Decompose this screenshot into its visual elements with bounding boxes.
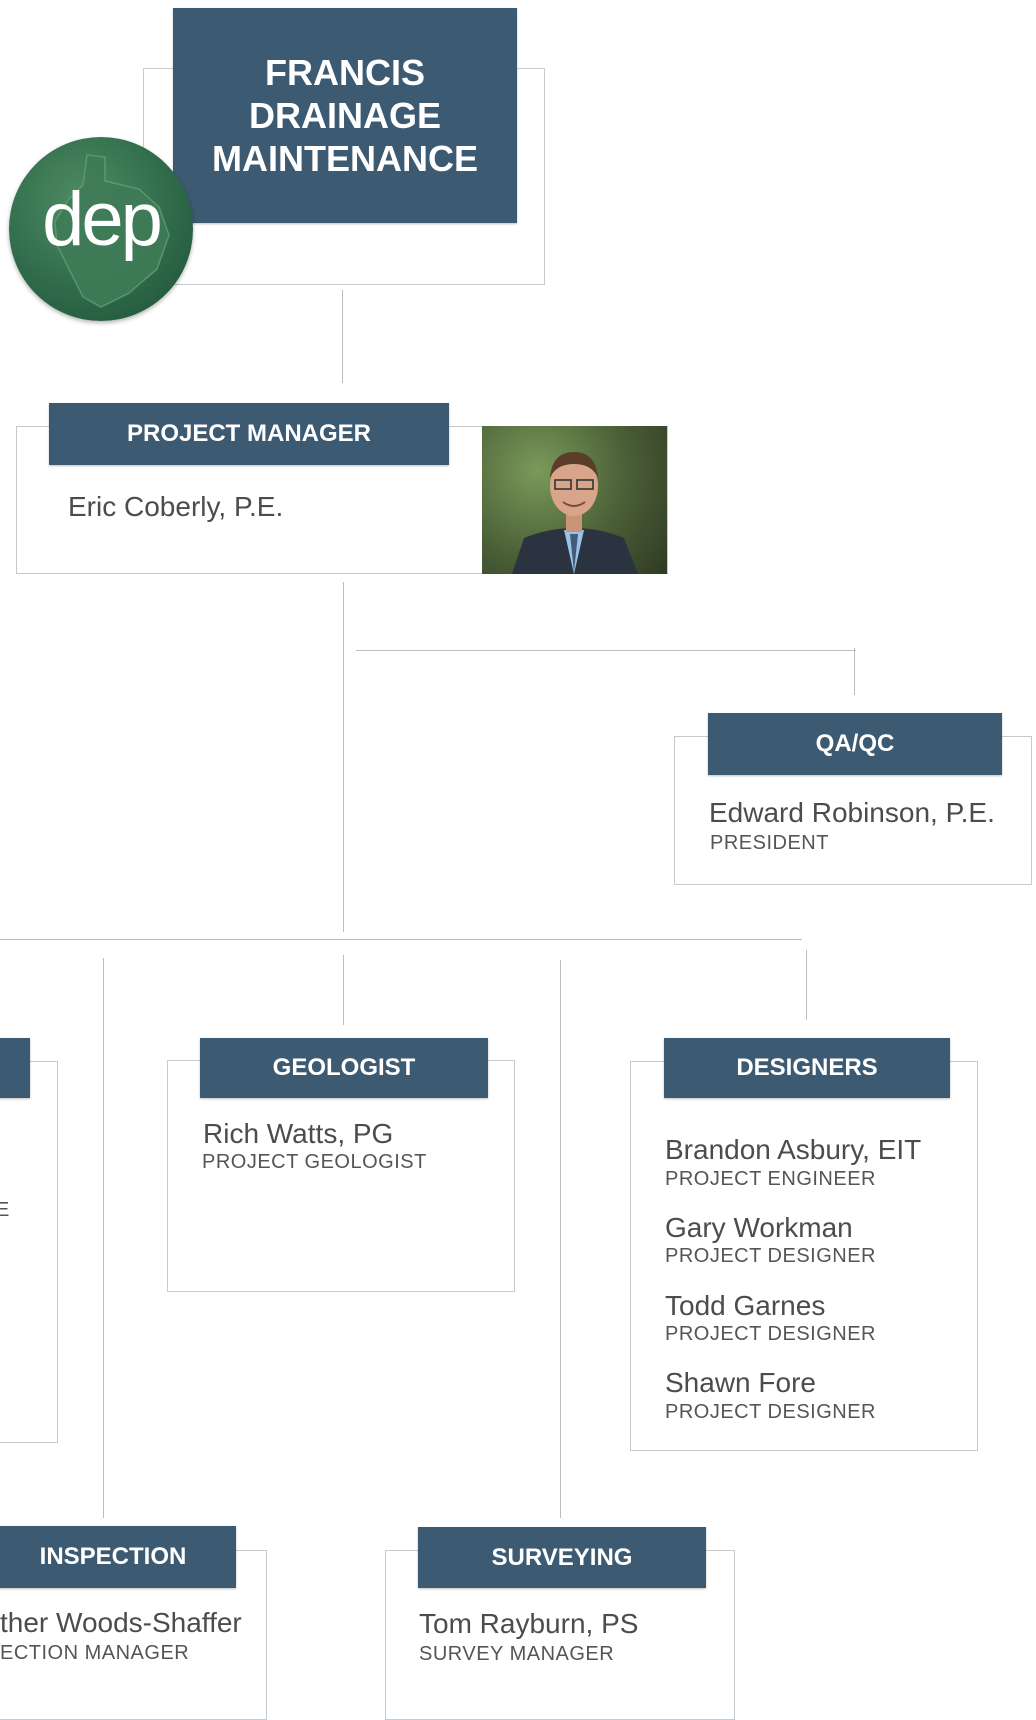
geologist-role: PROJECT GEOLOGIST bbox=[202, 1151, 427, 1173]
surveying-banner: SURVEYING bbox=[418, 1527, 706, 1588]
designer-1-role: PROJECT ENGINEER bbox=[665, 1168, 876, 1190]
qaqc-role: PRESIDENT bbox=[710, 832, 829, 854]
connector-designers-drop bbox=[806, 950, 807, 1020]
connector-pm-down bbox=[343, 582, 344, 932]
connector-inspection-drop bbox=[103, 958, 104, 1518]
designer-3-name: Todd Garnes bbox=[665, 1290, 826, 1321]
dep-logo: dep bbox=[9, 137, 193, 321]
inspection-name: ther Woods-Shaffer bbox=[0, 1607, 242, 1638]
qaqc-name: Edward Robinson, P.E. bbox=[709, 797, 995, 828]
geologist-banner: GEOLOGIST bbox=[200, 1038, 488, 1098]
connector-team-horizontal bbox=[0, 939, 802, 940]
person-photo-icon bbox=[512, 452, 638, 574]
connector-surveying-drop bbox=[560, 960, 561, 1518]
designer-3-role: PROJECT DESIGNER bbox=[665, 1323, 876, 1345]
project-manager-name: Eric Coberly, P.E. bbox=[68, 491, 284, 522]
left-partial-banner bbox=[0, 1038, 30, 1098]
connector-qaqc-drop bbox=[854, 648, 855, 695]
designers-card bbox=[630, 1061, 978, 1451]
geologist-name: Rich Watts, PG bbox=[203, 1118, 394, 1149]
left-partial-role-fragment: E bbox=[0, 1199, 10, 1221]
surveying-role: SURVEY MANAGER bbox=[419, 1643, 615, 1665]
page-title: FRANCIS DRAINAGE MAINTENANCE bbox=[173, 8, 517, 223]
connector-geologist-drop bbox=[343, 955, 344, 1025]
left-partial-card bbox=[0, 1061, 58, 1443]
qaqc-banner: QA/QC bbox=[708, 713, 1002, 775]
designer-1-name: Brandon Asbury, EIT bbox=[665, 1134, 922, 1165]
title-line-2: DRAINAGE bbox=[248, 95, 441, 136]
designer-4-name: Shawn Fore bbox=[665, 1367, 816, 1398]
title-line-1: FRANCIS bbox=[265, 52, 425, 93]
inspection-role: ECTION MANAGER bbox=[0, 1642, 190, 1664]
designer-2-name: Gary Workman bbox=[665, 1212, 853, 1243]
project-manager-photo bbox=[482, 426, 667, 574]
state-map-icon bbox=[54, 154, 170, 308]
logo-text: dep bbox=[42, 177, 163, 262]
connector-header-to-pm bbox=[342, 290, 343, 383]
connector-to-qaqc-horizontal bbox=[356, 650, 856, 651]
project-manager-banner: PROJECT MANAGER bbox=[49, 403, 449, 465]
designer-2-role: PROJECT DESIGNER bbox=[665, 1245, 876, 1267]
title-line-3: MAINTENANCE bbox=[212, 138, 478, 179]
designer-4-role: PROJECT DESIGNER bbox=[665, 1401, 876, 1423]
surveying-name: Tom Rayburn, PS bbox=[419, 1608, 639, 1639]
inspection-banner: INSPECTION bbox=[0, 1526, 236, 1588]
designers-banner: DESIGNERS bbox=[664, 1038, 950, 1098]
geologist-card bbox=[167, 1060, 515, 1292]
